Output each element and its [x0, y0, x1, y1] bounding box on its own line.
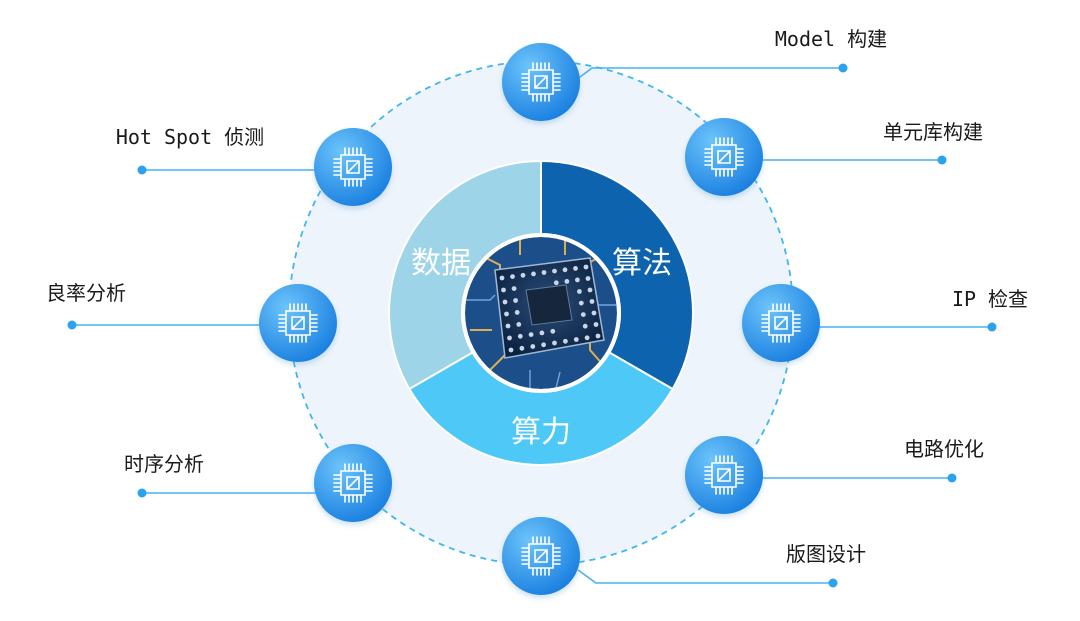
connector-dot-circuit-opt	[947, 473, 957, 483]
chip-icon	[278, 303, 318, 343]
node-yield	[259, 284, 337, 362]
node-label-model: Model 构建	[775, 27, 887, 51]
chip-icon	[761, 303, 801, 343]
connector-dot-model	[838, 63, 848, 73]
node-label-circuit-opt: 电路优化	[904, 437, 984, 461]
node-cell-lib	[685, 118, 763, 196]
chip-icon	[521, 62, 561, 102]
connector-dot-yield	[67, 320, 77, 330]
connector-dot-ip-check	[987, 322, 997, 332]
connector-dot-hotspot	[137, 165, 147, 175]
chip-icon	[704, 455, 744, 495]
chip-icon	[333, 463, 373, 503]
node-label-ip-check: IP 检查	[952, 287, 1028, 311]
node-label-timing: 时序分析	[124, 452, 204, 476]
node-label-yield: 良率分析	[46, 281, 126, 305]
connector-model	[575, 67, 843, 81]
node-ip-check	[742, 284, 820, 362]
chip-photo	[461, 233, 621, 393]
segment-label-data: 数据	[411, 246, 471, 281]
chip-icon	[521, 536, 561, 576]
connector-dot-layout	[828, 578, 838, 588]
chip-icon	[333, 147, 373, 187]
connector-dot-cell-lib	[937, 155, 947, 165]
connector-layout	[577, 569, 833, 584]
node-circuit-opt	[685, 436, 763, 514]
node-label-cell-lib: 单元库构建	[883, 120, 983, 144]
connectors	[67, 63, 997, 588]
node-timing	[314, 444, 392, 522]
node-layout	[502, 517, 580, 595]
connector-dot-timing	[137, 488, 147, 498]
segment-label-algorithm: 算法	[612, 246, 672, 281]
node-hotspot	[314, 128, 392, 206]
process-nodes	[259, 43, 820, 595]
node-label-hotspot: Hot Spot 侦测	[116, 125, 264, 149]
node-model	[502, 43, 580, 121]
chip-icon	[704, 137, 744, 177]
node-label-layout: 版图设计	[786, 542, 866, 566]
segment-label-compute: 算力	[511, 415, 571, 450]
